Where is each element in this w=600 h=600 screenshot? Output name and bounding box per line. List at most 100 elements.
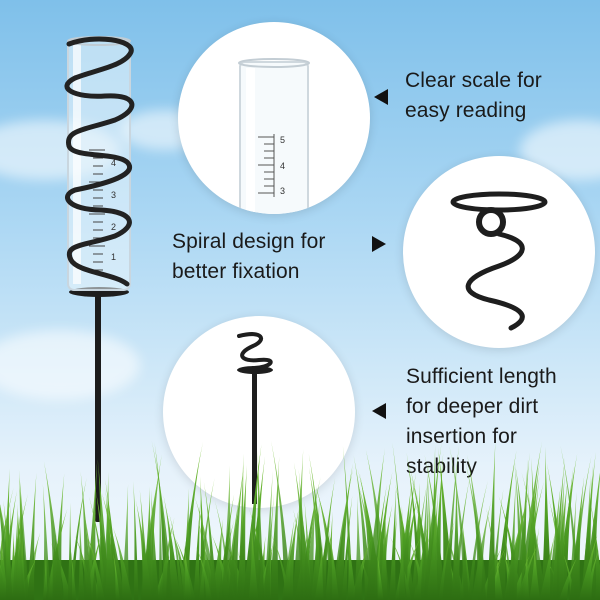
grass-blade — [135, 500, 153, 600]
rain-gauge-product: 4 3 2 1 — [64, 36, 135, 522]
grass-blade — [78, 513, 85, 600]
grass-blade — [328, 528, 339, 600]
grass-blade — [438, 519, 455, 600]
grass-blade — [193, 496, 201, 600]
caption-line: stability — [406, 455, 477, 478]
grass-blade — [409, 465, 432, 600]
grass-blade — [210, 518, 224, 600]
grass-blade — [236, 465, 247, 600]
grass-blade — [183, 545, 192, 600]
pointer-left-arrow-icon — [374, 89, 388, 105]
pointer-right-arrow-icon — [372, 236, 386, 252]
grass-blade — [380, 499, 388, 600]
grass-blade — [194, 495, 218, 600]
grass-blade — [389, 535, 412, 600]
grass-blade — [486, 441, 496, 600]
grass-blade — [423, 442, 442, 600]
closeup-scale-circle: 5 4 3 — [178, 22, 370, 214]
grass-blade — [520, 458, 528, 600]
grass-blade — [157, 517, 175, 600]
grass-blade — [88, 496, 107, 600]
cloud — [0, 330, 140, 400]
caption-line: for deeper dirt — [406, 395, 539, 418]
grass-blade — [547, 484, 561, 600]
grass-blade — [494, 553, 503, 600]
caption-line: Spiral design for — [172, 230, 326, 253]
grass-blade — [113, 553, 120, 600]
caption-line: Clear scale for — [405, 69, 542, 92]
grass-blade — [389, 485, 397, 600]
grass-blade — [529, 543, 541, 600]
grass-blade — [149, 490, 159, 600]
grass-blade — [553, 472, 565, 600]
grass-blade — [169, 513, 184, 600]
grass-blade — [347, 531, 357, 600]
grass-blade — [263, 470, 273, 600]
caption-line: easy reading — [405, 99, 527, 122]
scale-number: 2 — [111, 222, 116, 232]
pointer-left-arrow-icon — [372, 403, 386, 419]
grass-blade — [467, 480, 488, 600]
grass-blade — [353, 455, 373, 600]
caption-line: Sufficient length — [406, 365, 557, 388]
grass-blade — [377, 555, 384, 600]
grass-blade — [558, 557, 578, 600]
closeup-scale-number: 5 — [280, 135, 285, 145]
grass-blade — [333, 463, 353, 600]
grass-blade — [133, 480, 139, 600]
grass-blade — [254, 450, 265, 600]
spiral-holder — [64, 36, 135, 287]
grass-blade — [43, 461, 64, 600]
grass-blade — [227, 464, 245, 600]
scale-number: 1 — [111, 252, 116, 262]
grass-blade — [242, 444, 262, 600]
grass-blade — [293, 462, 313, 600]
grass-blade — [12, 508, 19, 600]
grass-blade — [86, 533, 105, 600]
grass-blade — [163, 494, 181, 600]
grass-blade — [0, 532, 9, 600]
grass-blade — [271, 440, 292, 600]
grass-blade — [42, 483, 51, 600]
grass-blade — [580, 451, 596, 600]
grass-blade — [199, 476, 208, 600]
grass-blade — [112, 527, 133, 600]
grass-blade — [281, 517, 295, 600]
grass-blade — [539, 533, 556, 600]
grass-blade — [495, 450, 517, 600]
grass-blade — [26, 472, 37, 600]
closeup-spiral-circle — [403, 156, 595, 348]
caption-line: better fixation — [172, 260, 300, 283]
grass-blade — [508, 480, 516, 600]
grass-blade — [68, 477, 87, 600]
closeup-scale-number: 4 — [280, 161, 285, 171]
grass-blade — [248, 523, 259, 600]
grass-blade — [354, 495, 363, 600]
scale-number: 3 — [111, 190, 116, 200]
grass-blade — [398, 505, 406, 600]
grass-blade — [292, 449, 304, 600]
grass-blade — [451, 472, 461, 600]
grass-blade — [67, 502, 72, 600]
grass-blade — [80, 471, 93, 600]
feature-caption-spiral: Spiral design for better fixation — [172, 227, 325, 287]
grass-blade — [173, 535, 196, 600]
grass-blade — [221, 465, 234, 600]
grass-blade — [269, 456, 280, 600]
grass-blade — [341, 495, 353, 600]
scale-number: 4 — [111, 158, 116, 168]
grass-blade — [3, 500, 13, 600]
grass-blade — [203, 481, 217, 600]
grass-blade — [426, 491, 439, 600]
grass-blade — [449, 445, 470, 600]
closeup-stake-circle — [163, 316, 355, 508]
grass-blade — [569, 475, 585, 600]
grass-blade — [527, 475, 540, 600]
grass-blade — [516, 541, 540, 600]
grass-blade — [471, 500, 492, 600]
grass-blade — [314, 541, 324, 600]
grass-blade — [406, 452, 423, 600]
grass-blade — [42, 552, 48, 600]
